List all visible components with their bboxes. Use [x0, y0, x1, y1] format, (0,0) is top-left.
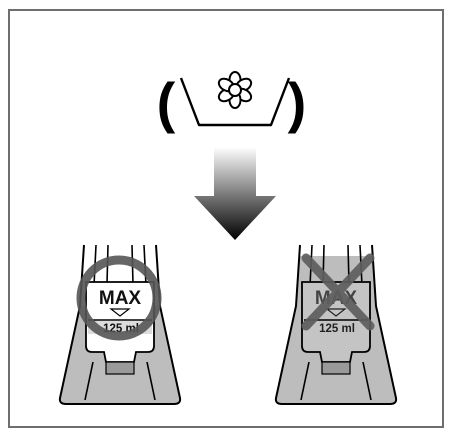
dispenser-tub	[179, 77, 291, 127]
incorrect-fill-example: MAX 125 ml	[274, 244, 398, 405]
incorrect-cup-outline	[274, 244, 398, 405]
correct-cup-outline	[58, 244, 182, 405]
correct-max-label: MAX	[99, 288, 142, 309]
incorrect-stem	[321, 361, 351, 375]
incorrect-max-triangle-icon	[325, 308, 347, 317]
correct-fill-example: MAX 125 ml	[58, 244, 182, 405]
incorrect-volume-label: 125 ml	[319, 323, 355, 335]
correct-max-triangle-icon	[109, 308, 131, 317]
down-arrow-icon	[194, 147, 276, 240]
correct-stem	[105, 361, 135, 375]
right-parenthesis: )	[288, 71, 307, 134]
circle-ok-icon	[76, 255, 162, 341]
softener-dispenser-symbol: ( )	[157, 71, 307, 134]
cross-wrong-icon	[301, 253, 375, 331]
flower-softener-icon	[217, 71, 253, 109]
left-parenthesis: (	[157, 71, 176, 134]
